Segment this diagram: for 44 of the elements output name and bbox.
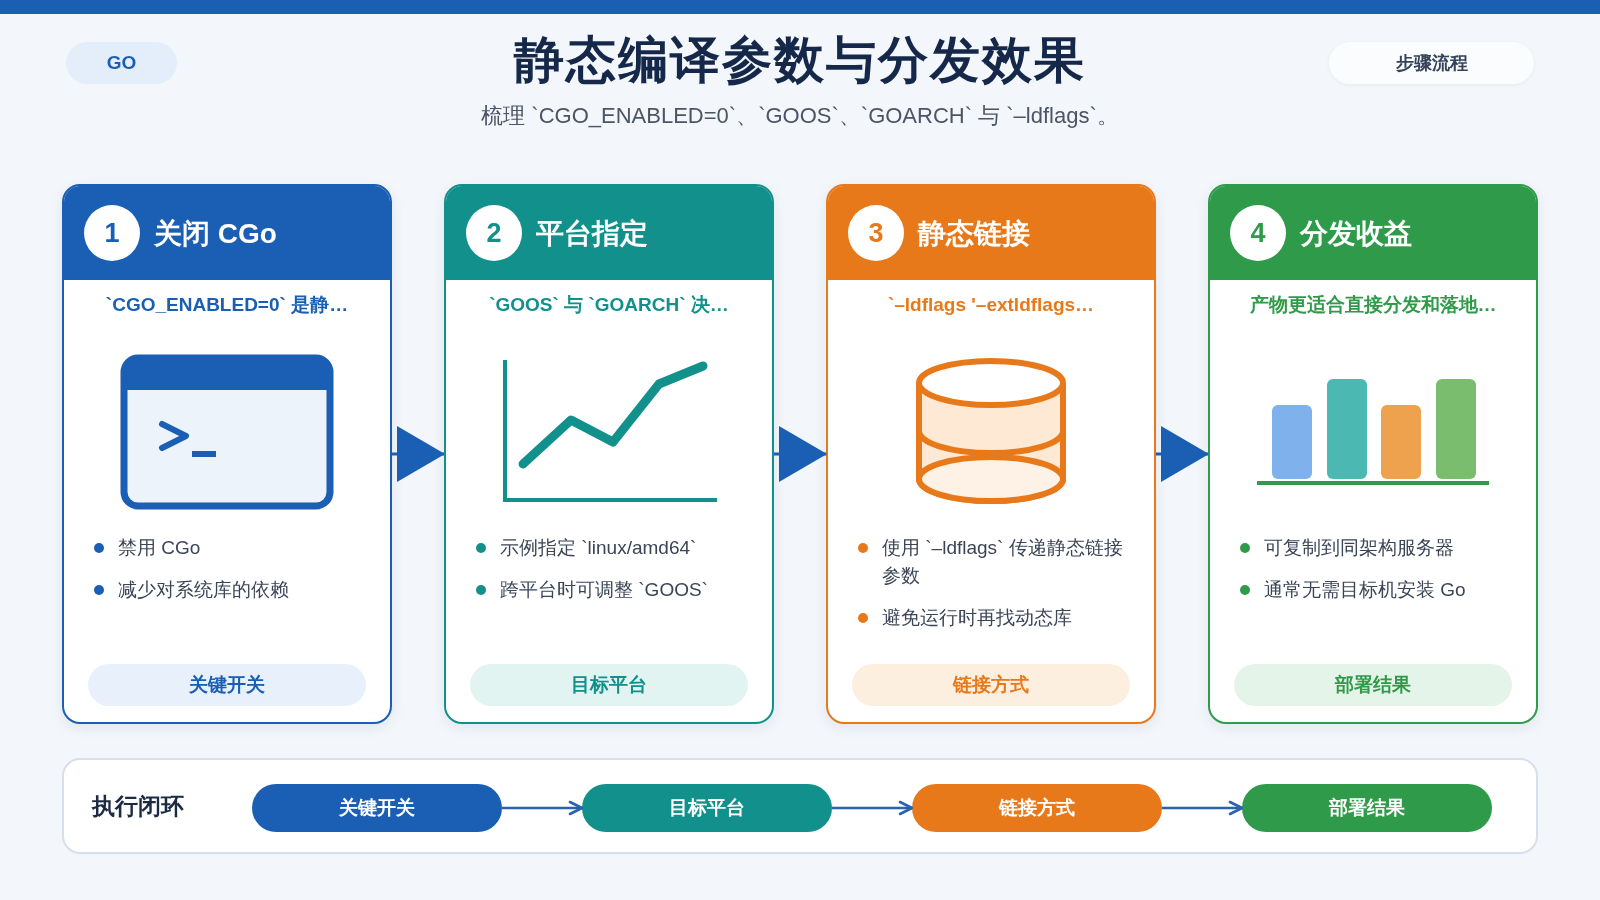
process-panel — [62, 758, 1538, 854]
card-title: 关闭 CGo — [154, 217, 277, 251]
panel-heading: 执行闭环 — [92, 792, 184, 821]
step-pill: 链接方式 — [912, 784, 1162, 832]
step-card — [62, 184, 392, 724]
bullet-text: 禁用 CGo — [118, 536, 201, 560]
arrow — [1162, 800, 1244, 816]
card-title: 平台指定 — [536, 217, 648, 251]
tag-pill: 目标平台 — [470, 664, 748, 706]
arrow — [832, 800, 914, 816]
card-summary: `–ldflags '–extldflags… — [887, 293, 1095, 317]
step-number-circle: 1 — [84, 205, 140, 261]
tag-pill: 链接方式 — [852, 664, 1130, 706]
card-summary: `CGO_ENABLED=0` 是静… — [105, 293, 349, 317]
title: 静态编译参数与分发效果 — [514, 31, 1086, 90]
bullet-text: 使用 `–ldflags` 传递静态链接参数 — [882, 536, 1124, 588]
bullet-text: 跨平台时可调整 `GOOS` — [500, 578, 708, 602]
subtitle: 梳理 `CGO_ENABLED=0`、`GOOS`、`GOARCH` 与 `–ldflags`。 — [481, 102, 1119, 130]
step-pill: 部署结果 — [1242, 784, 1492, 832]
bullet-text: 通常无需目标机安装 Go — [1264, 578, 1466, 602]
card-summary: 产物更适合直接分发和落地… — [1249, 293, 1497, 317]
bullet-text: 避免运行时再找动态库 — [882, 606, 1072, 630]
step-pill: 目标平台 — [582, 784, 832, 832]
card-summary: `GOOS` 与 `GOARCH` 决… — [489, 293, 729, 317]
bullet-text: 示例指定 `linux/amd64` — [500, 536, 697, 560]
step-card — [826, 184, 1156, 724]
tag-pill: GO — [66, 42, 177, 84]
bullet-text: 可复制到同架构服务器 — [1264, 536, 1454, 560]
step-pill: 关键开关 — [252, 784, 502, 832]
step-card — [1208, 184, 1538, 724]
step-card — [444, 184, 774, 724]
arrow — [392, 426, 445, 482]
tag-pill: 部署结果 — [1234, 664, 1512, 706]
card-title: 静态链接 — [918, 217, 1030, 251]
tag-pill: 关键开关 — [88, 664, 366, 706]
step-number-circle: 3 — [848, 205, 904, 261]
step-number-circle: 4 — [1230, 205, 1286, 261]
arrow — [502, 800, 584, 816]
arrow — [774, 426, 827, 482]
card-title: 分发收益 — [1300, 217, 1412, 251]
step-number-circle: 2 — [466, 205, 522, 261]
bullet-text: 减少对系统库的依赖 — [118, 578, 289, 602]
tag-pill: 步骤流程 — [1329, 42, 1534, 84]
arrow — [1156, 426, 1209, 482]
